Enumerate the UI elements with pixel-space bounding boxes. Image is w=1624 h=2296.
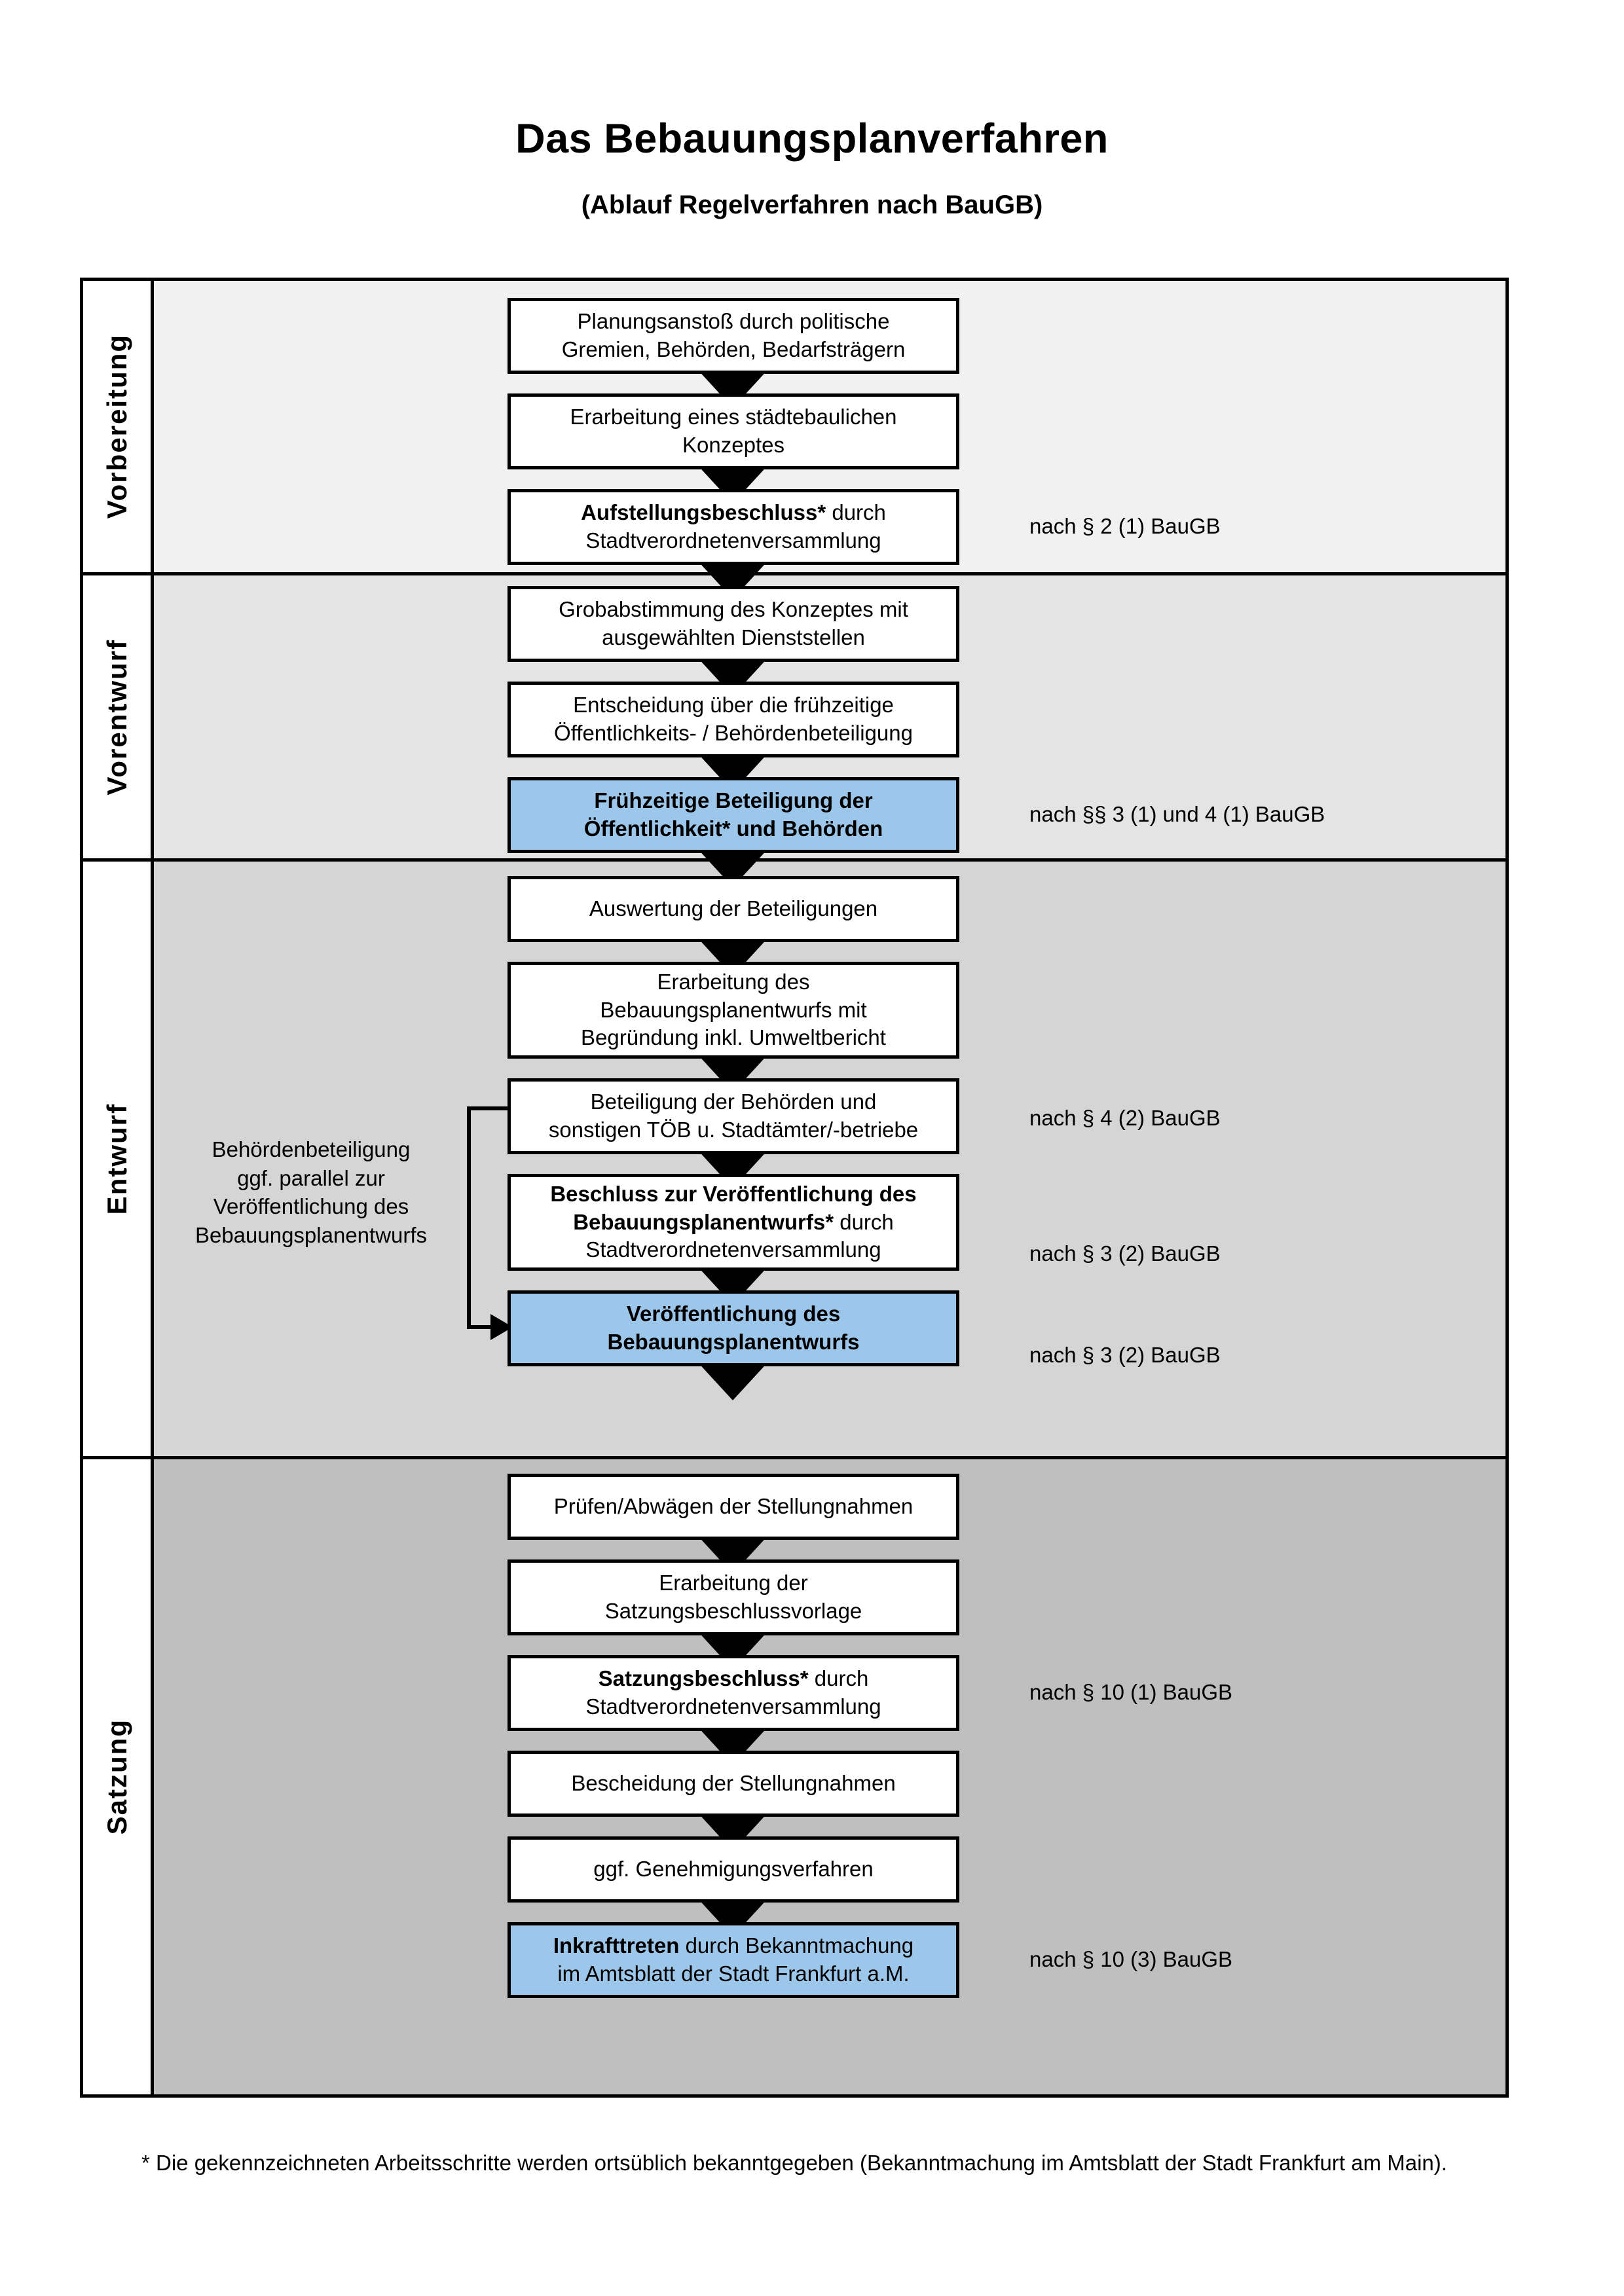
- step-box-entscheidung-fruehzeitige-beteiligung[interactable]: Entscheidung über die frühzeitige Öffent…: [507, 682, 959, 757]
- page-header: Das Bebauungsplanverfahren (Ablauf Regel…: [0, 0, 1624, 219]
- step-text: Erarbeitung des Bebauungsplanentwurfs mi…: [581, 969, 886, 1050]
- phase-label-satzung: Satzung: [101, 1719, 132, 1835]
- phase-body-entwurf: Auswertung der Beteiligungen Erarbeitung…: [154, 862, 1505, 1456]
- phase-label-cell-entwurf: Entwurf: [83, 862, 154, 1456]
- bracket-connector-top: [467, 1106, 507, 1110]
- step-text: Erarbeitung der Satzungsbeschlussvorlage: [604, 1571, 862, 1623]
- phase-body-vorbereitung: Planungsanstoß durch politische Gremien,…: [154, 281, 1505, 599]
- phase-band-vorentwurf: Vorentwurf Grobabstimmung des Konzeptes …: [83, 575, 1505, 887]
- legal-reference-par3-2-a: nach § 3 (2) BauGB: [1029, 1241, 1221, 1266]
- step-text: ggf. Genehmigungsverfahren: [593, 1857, 874, 1882]
- step-text: Beteiligung der Behörden und sonstigen T…: [548, 1089, 919, 1142]
- side-note-behoerdenbeteiligung: Behördenbeteiligung ggf. parallel zur Ve…: [194, 1137, 428, 1247]
- phase-band-vorbereitung: Vorbereitung Planungsanstoß durch politi…: [83, 281, 1505, 599]
- phase-label-cell-vorentwurf: Vorentwurf: [83, 575, 154, 858]
- phase-band-entwurf: Entwurf Auswertung der Beteiligungen Era…: [83, 862, 1505, 1459]
- step-text: Auswertung der Beteiligungen: [589, 896, 878, 921]
- footnote: * Die gekennzeichneten Arbeitsschritte w…: [141, 2151, 1447, 2175]
- step-box-erarbeitung-satzungsbeschlussvorlage[interactable]: Erarbeitung der Satzungsbeschlussvorlage: [507, 1559, 959, 1635]
- phase-label-vorbereitung: Vorbereitung: [101, 334, 132, 519]
- step-box-beschluss-veroeffentlichung[interactable]: Beschluss zur Veröffentlichung des Bebau…: [507, 1174, 959, 1271]
- legal-reference-par2-1: nach § 2 (1) BauGB: [1029, 514, 1221, 538]
- step-box-staedtebauliches-konzept[interactable]: Erarbeitung eines städtebaulichen Konzep…: [507, 393, 959, 469]
- step-box-grobabstimmung[interactable]: Grobabstimmung des Konzeptes mit ausgewä…: [507, 586, 959, 662]
- phase-body-satzung: Prüfen/Abwägen der Stellungnahmen Erarbe…: [154, 1459, 1505, 2094]
- step-box-auswertung-beteiligungen[interactable]: Auswertung der Beteiligungen: [507, 876, 959, 942]
- phase-band-satzung: Satzung Prüfen/Abwägen der Stellungnahme…: [83, 1459, 1505, 2094]
- step-text: Entscheidung über die frühzeitige Öffent…: [554, 693, 913, 745]
- step-box-planungsanstoss[interactable]: Planungsanstoß durch politische Gremien,…: [507, 298, 959, 374]
- step-box-beteiligung-behoerden-toeb[interactable]: Beteiligung der Behörden und sonstigen T…: [507, 1078, 959, 1154]
- step-text: Frühzeitige Beteiligung der Öffentlichke…: [583, 788, 883, 841]
- step-box-aufstellungsbeschluss[interactable]: Aufstellungsbeschluss* durch Stadtverord…: [507, 489, 959, 565]
- step-box-inkrafttreten[interactable]: Inkrafttreten durch Bekanntmachung im Am…: [507, 1922, 959, 1998]
- legal-reference-par4-2: nach § 4 (2) BauGB: [1029, 1106, 1221, 1130]
- step-text: Satzungsbeschluss* durch Stadtverordnete…: [585, 1666, 881, 1719]
- phase-label-cell-vorbereitung: Vorbereitung: [83, 281, 154, 572]
- legal-reference-par3-2-b: nach § 3 (2) BauGB: [1029, 1343, 1221, 1367]
- phase-label-vorentwurf: Vorentwurf: [101, 638, 132, 795]
- step-box-bescheidung-stellungnahmen[interactable]: Bescheidung der Stellungnahmen: [507, 1751, 959, 1817]
- bracket-connector-left: [467, 1106, 471, 1329]
- step-text: Planungsanstoß durch politische Gremien,…: [561, 309, 906, 361]
- step-text: Erarbeitung eines städtebaulichen Konzep…: [570, 405, 897, 457]
- step-text: Prüfen/Abwägen der Stellungnahmen: [553, 1494, 913, 1519]
- legal-reference-par10-3: nach § 10 (3) BauGB: [1029, 1947, 1233, 1971]
- step-text: Veröffentlichung des Bebauungsplanentwur…: [607, 1302, 860, 1354]
- phase-body-vorentwurf: Grobabstimmung des Konzeptes mit ausgewä…: [154, 575, 1505, 887]
- legal-reference-par3-1-4-1: nach §§ 3 (1) und 4 (1) BauGB: [1029, 802, 1325, 826]
- step-text: Aufstellungsbeschluss* durch Stadtverord…: [581, 500, 886, 553]
- phase-label-cell-satzung: Satzung: [83, 1459, 154, 2094]
- legal-reference-par10-1: nach § 10 (1) BauGB: [1029, 1680, 1233, 1704]
- step-box-satzungsbeschluss[interactable]: Satzungsbeschluss* durch Stadtverordnete…: [507, 1655, 959, 1731]
- step-text: Grobabstimmung des Konzeptes mit ausgewä…: [559, 597, 908, 649]
- step-box-erarbeitung-bebauungsplanentwurf[interactable]: Erarbeitung des Bebauungsplanentwurfs mi…: [507, 962, 959, 1059]
- step-box-fruehzeitige-beteiligung[interactable]: Frühzeitige Beteiligung der Öffentlichke…: [507, 777, 959, 853]
- step-text: Inkrafttreten durch Bekanntmachung im Am…: [553, 1933, 914, 1986]
- step-box-genehmigungsverfahren[interactable]: ggf. Genehmigungsverfahren: [507, 1836, 959, 1903]
- flowchart-diagram: Vorbereitung Planungsanstoß durch politi…: [80, 278, 1509, 2098]
- flow-arrow-down: [695, 1360, 770, 1400]
- bracket-connector-bottom: [467, 1325, 492, 1329]
- step-text: Beschluss zur Veröffentlichung des Bebau…: [550, 1181, 917, 1262]
- step-box-veroeffentlichung-entwurf[interactable]: Veröffentlichung des Bebauungsplanentwur…: [507, 1290, 959, 1366]
- phase-label-entwurf: Entwurf: [101, 1102, 132, 1215]
- step-box-pruefen-abwaegen[interactable]: Prüfen/Abwägen der Stellungnahmen: [507, 1474, 959, 1540]
- page-title: Das Bebauungsplanverfahren: [515, 116, 1109, 162]
- step-text: Bescheidung der Stellungnahmen: [571, 1771, 896, 1796]
- page-subtitle: (Ablauf Regelverfahren nach BauGB): [581, 191, 1043, 220]
